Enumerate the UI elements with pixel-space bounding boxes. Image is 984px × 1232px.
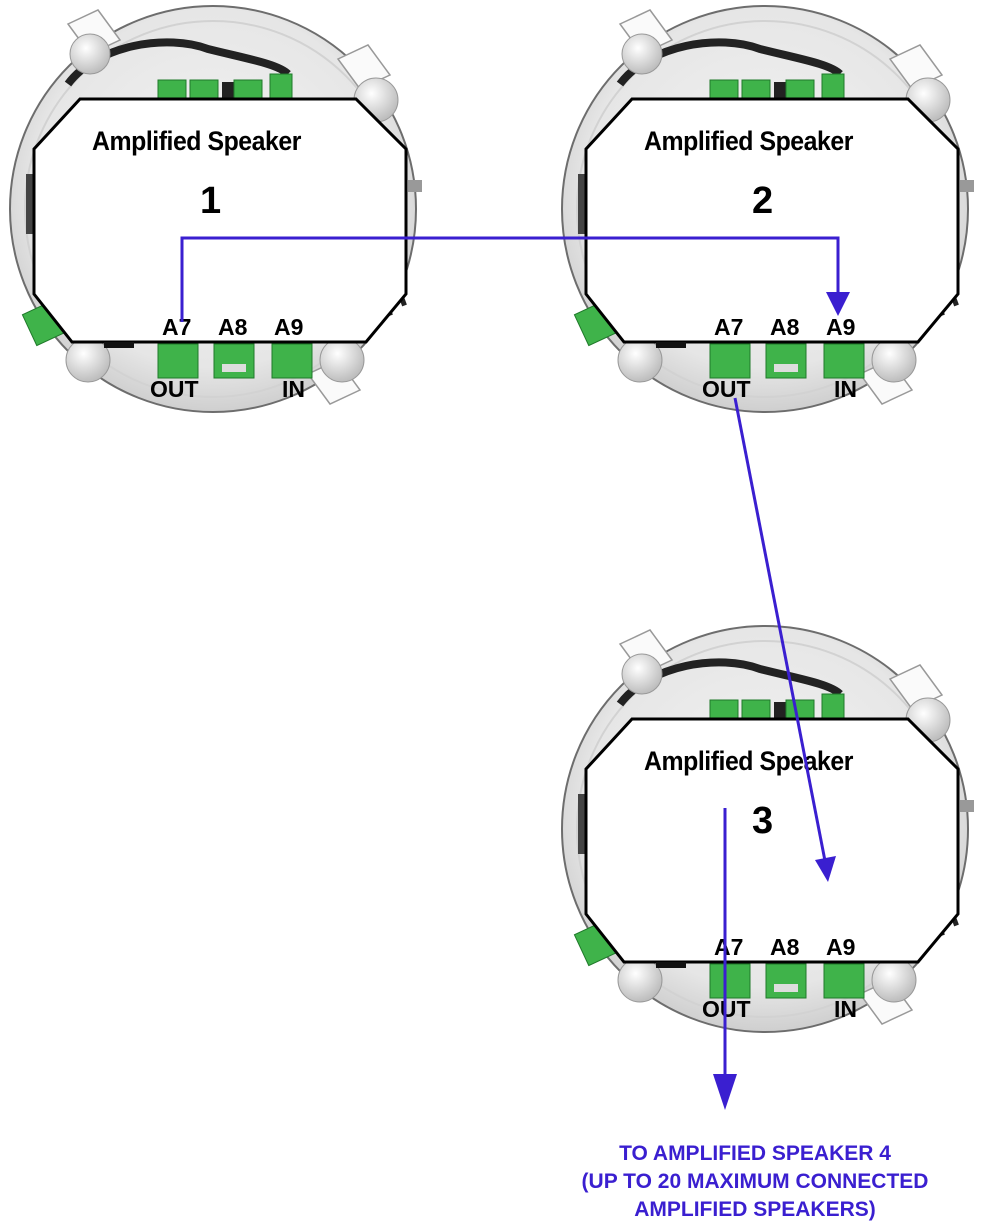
note-line-2: (UP TO 20 MAXIMUM CONNECTED (581, 1170, 929, 1193)
speaker-title: Amplified Speaker (644, 126, 853, 156)
speaker-number: 3 (752, 800, 774, 842)
port-a8-label: A8 (770, 314, 800, 340)
port-in-label: IN (834, 996, 857, 1022)
port-a9-label: A9 (826, 314, 856, 340)
port-out-label: OUT (702, 376, 751, 402)
port-a7-label: A7 (714, 314, 744, 340)
port-a9-label: A9 (274, 314, 304, 340)
arrowhead-icon (713, 1074, 737, 1110)
amplified-speaker-3: Amplified Speaker 3 A7 A8 A9 OUT IN (560, 624, 980, 1044)
port-a9-label: A9 (826, 934, 856, 960)
port-a8-label: A8 (218, 314, 248, 340)
speaker-title: Amplified Speaker (644, 746, 853, 776)
next-speaker-note: TO AMPLIFIED SPEAKER 4 (UP TO 20 MAXIMUM… (520, 1140, 984, 1224)
port-in-label: IN (834, 376, 857, 402)
amplified-speaker-1: Amplified Speaker 1 A7 A8 A9 OUT IN (8, 4, 428, 424)
speaker-number: 2 (752, 180, 774, 222)
port-a7-label: A7 (714, 934, 744, 960)
amplified-speaker-2: Amplified Speaker 2 A7 A8 A9 OUT IN (560, 4, 980, 424)
port-a7-label: A7 (162, 314, 192, 340)
port-out-label: OUT (702, 996, 751, 1022)
speaker-housing (9, 5, 422, 413)
note-line-3: AMPLIFIED SPEAKERS) (634, 1198, 876, 1221)
note-line-1: TO AMPLIFIED SPEAKER 4 (619, 1142, 891, 1165)
port-in-label: IN (282, 376, 305, 402)
port-out-label: OUT (150, 376, 199, 402)
port-a8-label: A8 (770, 934, 800, 960)
speaker-number: 1 (200, 180, 222, 222)
speaker-title: Amplified Speaker (92, 126, 301, 156)
